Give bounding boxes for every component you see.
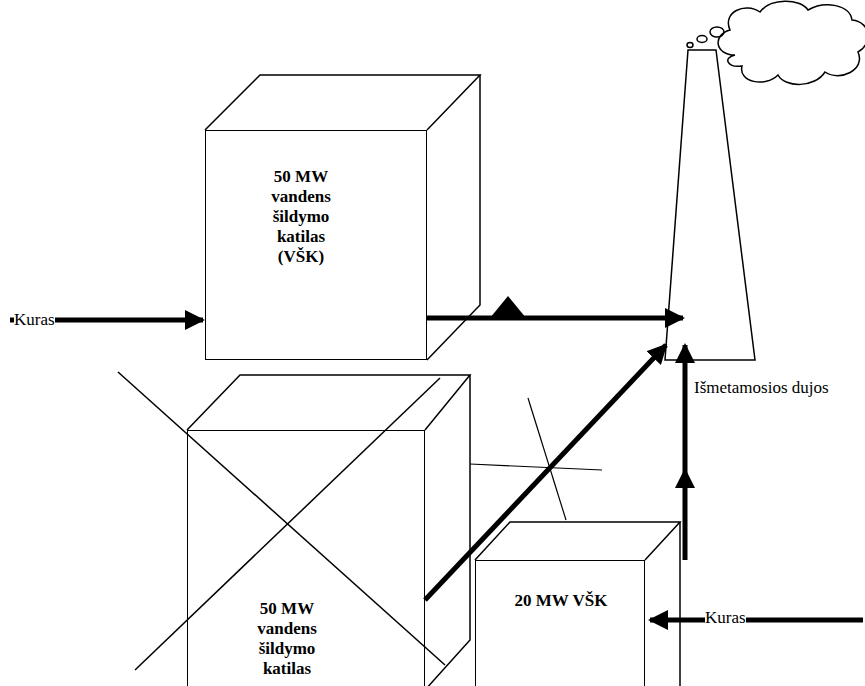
flow-triangle [490,296,526,318]
flow-label: Išmetamosios dujos [694,378,844,398]
boiler-label: 50 MW vandens šildymo katilas (VŠK) [254,167,348,267]
box-side [679,522,681,686]
smoke-bubble [687,43,693,48]
flow-arrows [10,318,863,620]
break-line [528,398,566,520]
box-top [475,522,680,560]
exhaust-arrow [425,345,666,600]
fuel-arrow [650,618,863,623]
flow-triangles [490,296,695,488]
smoke-bubble [710,27,724,37]
flow-triangle [675,468,695,488]
box-side [425,375,470,686]
boiler-box: 20 MW VŠK [475,560,645,686]
box-faces [118,1,865,686]
smoke-bubble [697,36,707,43]
flow-label: Kuras [705,608,746,628]
break-mark [470,398,602,520]
box-top [205,75,480,130]
boiler-label: 50 MW vandens šildymo katilas [240,599,334,679]
exhaust-arrow [427,316,683,321]
flow-label: Kuras [14,310,55,330]
chimney [665,50,755,360]
boiler-label: 20 MW VŠK [514,591,608,611]
smoke-cloud [718,1,865,84]
box-top [187,375,470,430]
break-line [470,464,602,470]
boiler-box: 50 MW vandens šildymo katilas (VŠK) [205,130,427,360]
boiler-box: 50 MW vandens šildymo katilas [187,430,425,686]
exhaust-arrow [683,345,688,560]
